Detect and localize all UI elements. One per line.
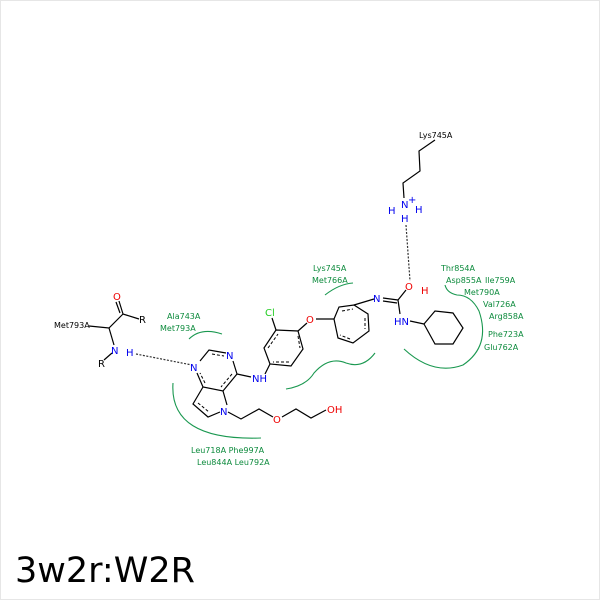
hydrophobic-contacts xyxy=(172,282,484,439)
residue-label: Met793A xyxy=(160,324,196,333)
residue-label: Val726A xyxy=(483,300,516,309)
charge-plus: + xyxy=(408,195,416,206)
atom-cl: Cl xyxy=(265,308,275,319)
atom-oh: OH xyxy=(327,405,342,416)
residue-label: Phe723A xyxy=(488,330,524,339)
atom-h: H xyxy=(126,348,134,359)
residue-label: Arg858A xyxy=(489,312,524,321)
hydrogen-bond xyxy=(405,224,411,282)
atom-n: N xyxy=(220,407,227,418)
atom-o: O xyxy=(273,415,281,426)
atom-n: N xyxy=(226,351,233,362)
ligand-w2r: N N N NH Cl O N O H HN O OH xyxy=(190,282,464,426)
residue-label: Glu762A xyxy=(484,343,519,352)
atom-h: H xyxy=(388,206,396,217)
residue-label: Asp855A xyxy=(446,276,482,285)
lys745-sidechain: Lys745A N + H H H xyxy=(388,131,453,225)
atom-n: N xyxy=(111,346,118,357)
residue-label: Met790A xyxy=(464,288,500,297)
residue-label: Ile759A xyxy=(485,276,516,285)
met793-backbone: Met793A O R N H R xyxy=(54,292,146,370)
atom-h: H xyxy=(415,205,423,216)
atom-h: H xyxy=(401,214,409,225)
atom-n: N xyxy=(373,294,380,305)
atom-o: O xyxy=(113,292,121,303)
residue-label: Met793A xyxy=(54,321,90,330)
residue-label: Lys745A xyxy=(419,131,453,140)
residue-label: Met766A xyxy=(312,276,348,285)
residue-label: Leu844A Leu792A xyxy=(197,458,270,467)
atom-h: H xyxy=(421,286,429,297)
atom-o: O xyxy=(405,282,413,293)
atom-r: R xyxy=(139,315,146,326)
atom-hn: HN xyxy=(394,317,409,328)
atom-n: N xyxy=(401,200,408,211)
residue-label: Lys745A xyxy=(313,264,347,273)
residue-label: Thr854A xyxy=(440,264,476,273)
atom-n: N xyxy=(190,363,197,374)
complex-title: 3w2r:W2R xyxy=(15,551,195,591)
atom-nh: NH xyxy=(252,374,267,385)
residue-label: Leu718A Phe997A xyxy=(191,446,265,455)
atom-o: O xyxy=(306,315,314,326)
residue-label: Ala743A xyxy=(167,312,201,321)
atom-r: R xyxy=(98,359,105,370)
hydrogen-bond xyxy=(135,353,193,366)
